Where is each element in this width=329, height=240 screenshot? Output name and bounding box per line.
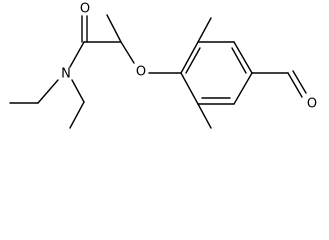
bond-alpha-methyl <box>106 14 122 43</box>
bonds <box>9 14 307 129</box>
ether-oxygen-label: O <box>136 65 146 80</box>
bond-alpha-ether-oxygen <box>120 41 135 64</box>
bond-ring-methyl-bottom <box>197 103 212 129</box>
bond-ring-4-5 <box>233 72 253 105</box>
bond-nitrogen-ethyl-down-2 <box>69 101 85 129</box>
molecule-drawing: O N O O <box>9 2 317 129</box>
bond-ring-6-1 <box>180 72 199 105</box>
bond-ring-1-2 <box>180 41 199 74</box>
carbonyl-oxygen-label: O <box>80 2 90 17</box>
bond-carbonyl-nitrogen <box>69 41 85 68</box>
bond-ring-methyl-top <box>197 17 212 43</box>
structure-canvas: O N O O <box>9 1 318 129</box>
amide-nitrogen-label: N <box>61 67 71 82</box>
bond-aldehyde-double-2 <box>292 70 307 94</box>
bond-aldehyde-double-1 <box>287 72 303 98</box>
bond-nitrogen-ethyl-down-1 <box>71 79 85 103</box>
aldehyde-oxygen-label: O <box>307 97 317 112</box>
bond-ring-3-4 <box>233 41 253 74</box>
bond-ring-1-2-inner <box>185 47 201 74</box>
bond-ring-3-4-inner <box>231 47 247 74</box>
bond-nitrogen-ethyl-left-1 <box>37 79 59 104</box>
atom-labels: O N O O <box>61 2 317 112</box>
